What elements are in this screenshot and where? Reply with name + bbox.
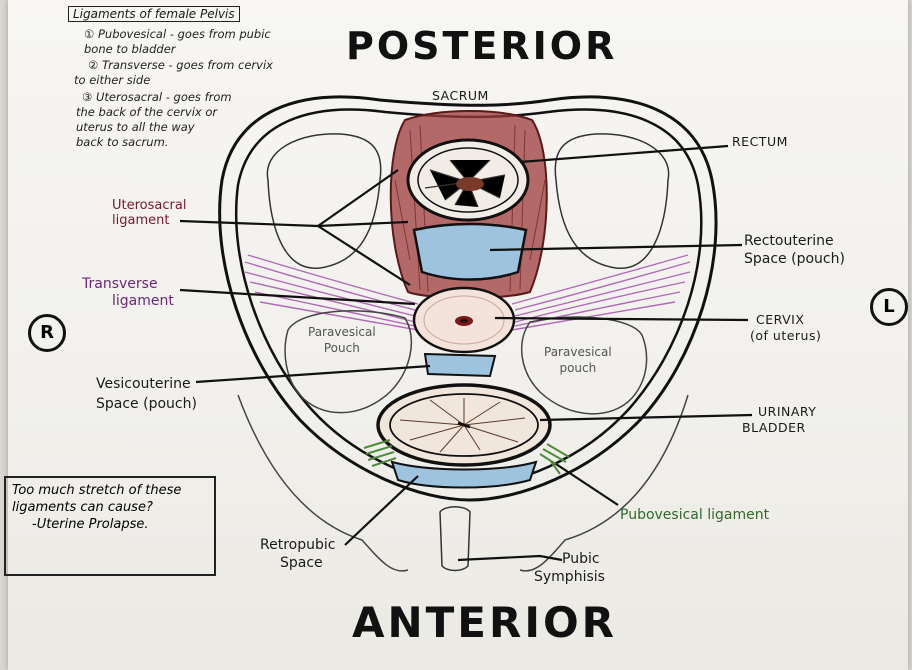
- label-pubic-symphysis: Pubic Symphisis: [534, 551, 605, 585]
- label-paravesical-pouch-right: Paravesical pouch: [544, 345, 612, 375]
- pubic-outline-left: [237, 394, 409, 572]
- vesicouterine-pouch: [423, 352, 497, 378]
- leader-rectouterine: [489, 243, 743, 252]
- label-paravesical-pouch-left: Paravesical Pouch: [308, 325, 376, 355]
- pubic-outline-right: [519, 394, 689, 572]
- side-marker-left: L: [870, 288, 908, 326]
- pubovesical-ligament-fibers: [363, 439, 570, 475]
- note-item3: ③ Uterosacral - goes from the back of th…: [76, 90, 232, 149]
- label-retropubic-space: Retropubic Space: [260, 537, 336, 571]
- leader-pubovesical: [555, 463, 619, 506]
- pelvic-wall-inner: [234, 108, 703, 488]
- note-item2: ② Transverse - goes from cervix to eithe…: [74, 58, 273, 87]
- label-vesicouterine-space: Vesicouterine Space (pouch): [96, 376, 197, 412]
- note-item1: ① Pubovesical - goes from pubic bone to …: [84, 27, 271, 56]
- rectouterine-pouch: [412, 222, 528, 281]
- lateral-fossa-right: [554, 133, 670, 269]
- label-rectouterine: Rectouterine Space (pouch): [744, 233, 845, 267]
- leader-rectum: [519, 144, 729, 164]
- paravesical-pouch-left: [284, 310, 413, 414]
- side-marker-right: R: [28, 314, 66, 352]
- paravesical-pouch-right: [520, 316, 648, 415]
- retropubic-space: [390, 460, 538, 489]
- label-cervix: CERVIX (of uterus): [750, 312, 822, 343]
- leader-transverse: [179, 288, 416, 306]
- leader-cervix: [494, 316, 749, 322]
- leader-vesicouterine: [195, 364, 431, 384]
- title-anterior: ANTERIOR: [352, 598, 618, 647]
- label-uterosacral-ligament: Uterosacral ligament: [112, 198, 187, 228]
- label-rectum: RECTUM: [732, 134, 788, 149]
- label-pubovesical-ligament: Pubovesical ligament: [620, 507, 770, 523]
- leader-retropubic: [344, 475, 419, 546]
- label-sacrum: SACRUM: [432, 88, 489, 103]
- callout-box: Too much stretch of these ligaments can …: [4, 476, 216, 576]
- leader-uterosacral: [179, 219, 319, 228]
- leader-bladder: [539, 413, 753, 422]
- title-posterior: POSTERIOR: [346, 24, 618, 68]
- notes-heading: Ligaments of female Pelvis: [68, 6, 240, 22]
- pelvic-wall-outer: [218, 95, 718, 502]
- lateral-fossa-left: [266, 133, 382, 269]
- label-transverse-ligament: Transverse ligament: [82, 276, 174, 309]
- pubic-symphysis: [439, 506, 471, 572]
- label-urinary-bladder: URINARY BLADDER: [742, 404, 817, 435]
- leader-pubic: [457, 554, 563, 562]
